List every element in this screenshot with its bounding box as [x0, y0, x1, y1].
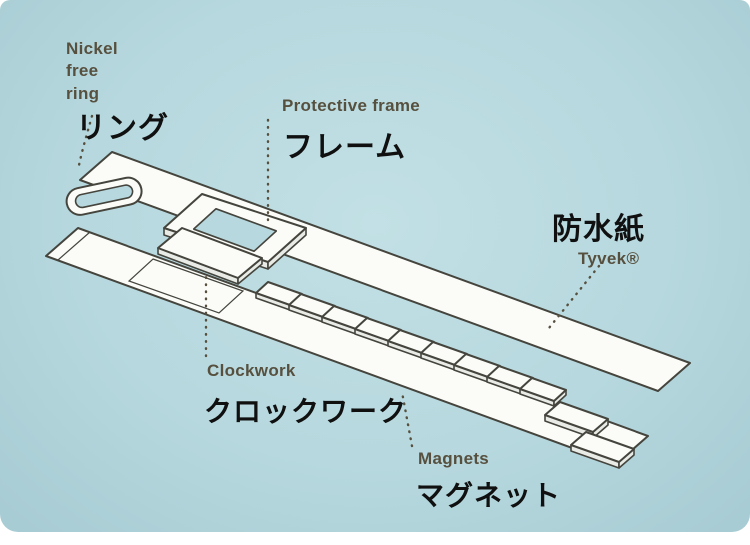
ring-part [65, 176, 143, 216]
magnets-label-en: Magnets [418, 449, 490, 468]
magnets-label-jp: マグネット [416, 481, 562, 512]
clockwork-label-en: Clockwork [207, 361, 296, 380]
diagram-canvas: Nickel free ring リング Protective frame フレ… [0, 0, 750, 532]
tyvek-label-en: Tyvek® [578, 249, 640, 268]
clockwork-label-jp: クロックワーク [204, 397, 408, 428]
leader-lines [76, 114, 601, 448]
tyvek-leader [547, 264, 601, 330]
clockwork-part [157, 227, 263, 285]
waterproof-label-jp: 防水紙 [552, 213, 645, 246]
ring-leader [76, 114, 94, 172]
ring-label-en: Nickel free ring [66, 39, 118, 103]
ring-label-jp: リング [76, 112, 169, 145]
magnets-leader [400, 390, 414, 448]
frame-label-en: Protective frame [282, 96, 421, 115]
exploded-diagram [45, 114, 691, 469]
frame-label-jp: フレーム [283, 131, 407, 164]
